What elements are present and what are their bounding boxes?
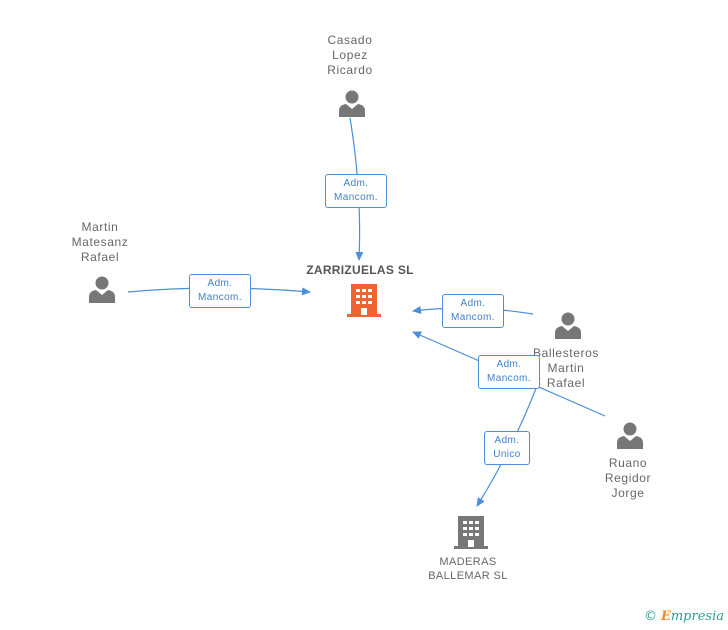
person-icon[interactable] [337, 88, 367, 118]
person-label-casado[interactable]: Casado Lopez Ricardo [327, 33, 373, 77]
person-label-ruano[interactable]: Ruano Regidor Jorge [604, 456, 652, 500]
copyright-icon: © [643, 609, 657, 624]
edge-label-ruano[interactable]: Adm. Mancom. [478, 355, 540, 389]
person-label-martin-matesanz[interactable]: Martin Matesanz Rafael [71, 220, 129, 264]
company-label-zarrizuelas[interactable]: ZARRIZUELAS SL [306, 263, 414, 277]
building-icon-main[interactable] [347, 282, 381, 318]
empresia-logo[interactable]: ©Empresia [643, 609, 724, 624]
company-label-maderas[interactable]: MADERAS BALLEMAR SL [428, 556, 508, 582]
person-icon[interactable] [615, 420, 645, 450]
edge-label-casado[interactable]: Adm. Mancom. [325, 174, 387, 208]
person-icon[interactable] [87, 274, 117, 304]
building-icon[interactable] [454, 514, 488, 550]
edge-label-martin-matesanz[interactable]: Adm. Mancom. [189, 274, 251, 308]
edge-label-maderas[interactable]: Adm. Unico [484, 431, 530, 465]
edge-label-ballesteros[interactable]: Adm. Mancom. [442, 294, 504, 328]
person-icon[interactable] [553, 310, 583, 340]
person-label-ballesteros[interactable]: Ballesteros Martin Rafael [533, 346, 599, 390]
